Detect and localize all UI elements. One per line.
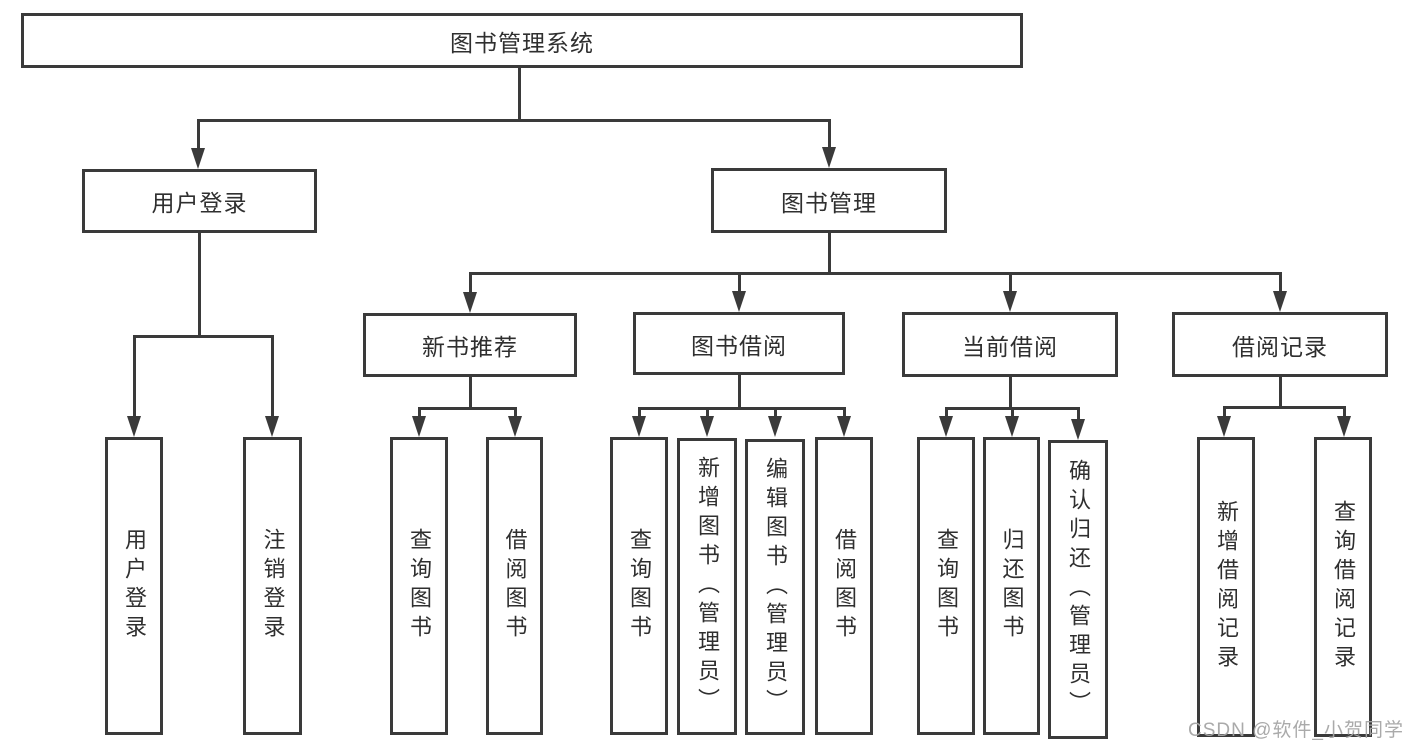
connector-line [1011,407,1014,421]
connector-line [828,119,831,151]
leaf-nb-borrow-books: 借阅图书 [486,437,543,735]
node-current-borrowing: 当前借阅 [902,312,1118,377]
connector-line [843,407,846,421]
arrow-down-icon [632,416,646,437]
node-user-login: 用户登录 [82,169,317,233]
arrow-down-icon [412,416,426,437]
leaf-bb-edit-books-admin: 编辑图书（管理员） [745,439,805,735]
arrow-down-icon [700,416,714,437]
leaf-logout: 注销登录 [243,437,302,735]
csdn-watermark: CSDN @软件_小贺同学 [1188,720,1404,741]
connector-line [738,375,741,408]
connector-line [271,335,274,421]
connector-line [706,407,709,421]
arrow-down-icon [939,416,953,437]
connector-line [418,407,516,410]
connector-line [469,272,472,295]
leaf-nb-query-books: 查询图书 [390,437,448,735]
arrow-down-icon [191,148,205,169]
arrow-down-icon [1273,291,1287,312]
arrow-down-icon [508,416,522,437]
arrow-down-icon [463,292,477,313]
leaf-bb-add-books-admin: 新增图书（管理员） [677,438,737,735]
connector-line [828,233,831,273]
connector-line [1223,406,1345,409]
connector-line [1077,407,1080,424]
arrow-down-icon [822,147,836,168]
arrow-down-icon [768,416,782,437]
node-root: 图书管理系统 [21,13,1023,68]
arrow-down-icon [732,291,746,312]
connector-line [1223,406,1226,421]
arrow-down-icon [837,416,851,437]
connector-line [1009,377,1012,408]
connector-line [1009,272,1012,294]
leaf-bb-borrow-books: 借阅图书 [815,437,873,735]
connector-line [738,272,741,294]
connector-line [945,407,948,421]
connector-line [418,407,421,421]
leaf-user-login: 用户登录 [105,437,163,735]
connector-line [514,407,517,421]
connector-line [518,68,521,120]
connector-line [1279,272,1282,294]
arrow-down-icon [1217,416,1231,437]
leaf-cb-return-books: 归还图书 [983,437,1040,735]
connector-line [638,407,845,410]
connector-line [469,272,1281,275]
arrow-down-icon [1005,416,1019,437]
connector-line [1279,377,1282,407]
arrow-down-icon [1071,419,1085,440]
connector-line [469,377,472,408]
connector-line [1343,406,1346,421]
connector-line [133,335,273,338]
leaf-cb-query-books: 查询图书 [917,437,975,735]
arrow-down-icon [127,416,141,437]
connector-line [198,233,201,336]
connector-line [774,407,777,421]
leaf-br-query-record: 查询借阅记录 [1314,437,1372,737]
arrow-down-icon [1003,291,1017,312]
arrow-down-icon [1337,416,1351,437]
node-book-borrowing: 图书借阅 [633,312,845,375]
node-new-book-recommend: 新书推荐 [363,313,577,377]
leaf-cb-confirm-return-admin: 确认归还（管理员） [1048,440,1108,739]
node-book-management: 图书管理 [711,168,947,233]
connector-line [638,407,641,421]
leaf-bb-query-books: 查询图书 [610,437,668,735]
node-borrowing-records: 借阅记录 [1172,312,1388,377]
connector-line [133,335,136,421]
connector-line [197,119,200,152]
connector-line [197,119,830,122]
arrow-down-icon [265,416,279,437]
leaf-br-add-record: 新增借阅记录 [1197,437,1255,737]
